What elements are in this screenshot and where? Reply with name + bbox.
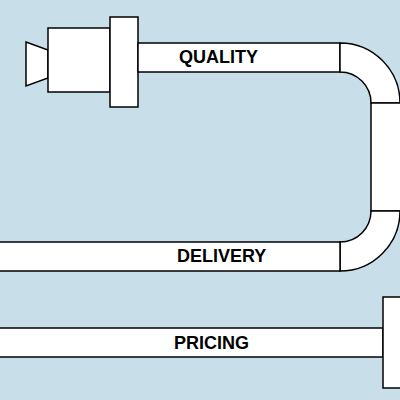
- pipe-segment: [138, 43, 340, 72]
- valve-flange: [110, 17, 138, 107]
- pipe-segment: [0, 242, 340, 271]
- pipe-label: DELIVERY: [175, 246, 268, 266]
- pipe-label: PRICING: [172, 333, 251, 353]
- valve-body: [48, 28, 110, 92]
- pipe-bend: [340, 211, 400, 271]
- pipe-label: QUALITY: [177, 47, 260, 67]
- pipe-end-block: [383, 297, 400, 388]
- pipe-segment: [371, 103, 400, 211]
- pipe-bend: [340, 43, 400, 103]
- pipe-segment: [0, 328, 383, 357]
- nozzle-tip: [26, 42, 48, 86]
